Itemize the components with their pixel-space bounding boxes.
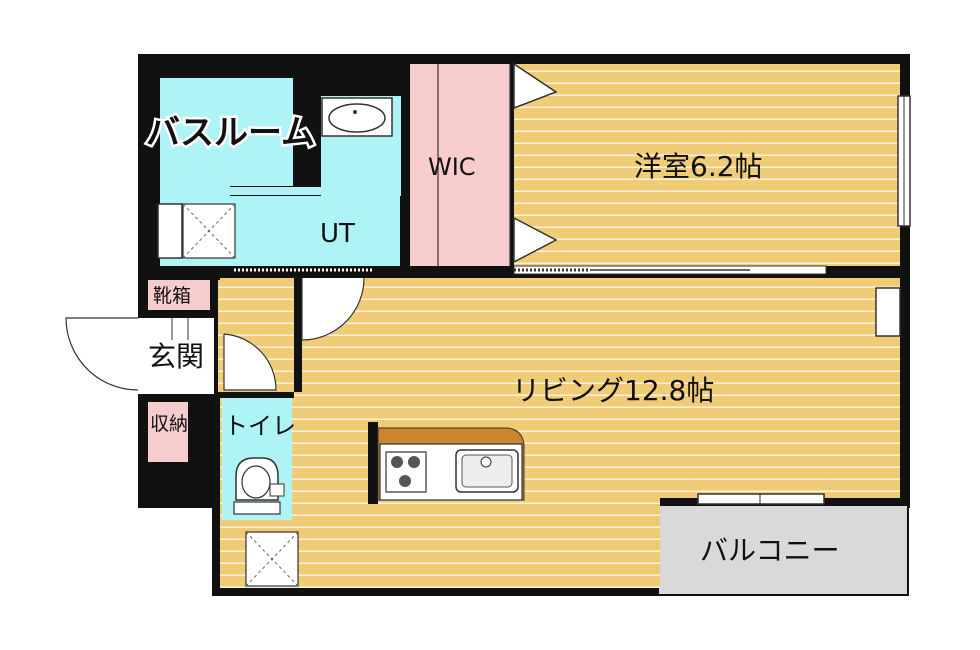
walk-in-closet (410, 64, 511, 266)
label-living: リビング12.8帖 (512, 374, 714, 407)
label-bedroom: 洋室6.2帖 (634, 150, 763, 183)
washbasin-icon (321, 97, 393, 137)
label-balcony: バルコニー (700, 534, 839, 567)
label-entrance: 玄関 (148, 340, 204, 373)
utility-room (157, 78, 401, 272)
ventilation-box-icon (875, 287, 901, 337)
stove-icon (385, 451, 427, 493)
sink-icon (455, 449, 519, 493)
door-swing-icon (223, 277, 365, 391)
label-utility: UT (320, 219, 355, 249)
label-wic: WIC (428, 153, 476, 181)
label-bathroom: バスルーム (146, 113, 315, 153)
hallway (218, 276, 365, 398)
door-swing-icon (65, 317, 139, 391)
window-icon (697, 493, 825, 505)
storage-box-icon (245, 531, 299, 587)
entrance (65, 280, 214, 462)
bedroom (513, 62, 911, 275)
balcony (657, 504, 909, 596)
washing-machine-pan-icon (157, 203, 236, 259)
label-shoe-box: 靴箱 (153, 285, 191, 307)
label-toilet: トイレ (224, 412, 296, 440)
kitchen-counter (368, 422, 525, 504)
room-labels: バスルーム UT WIC 洋室6.2帖 靴箱 玄関 収納 トイレ リビング12.… (144, 111, 840, 568)
label-storage: 収納 (150, 413, 188, 435)
toilet-icon (233, 457, 285, 515)
window-icon (897, 95, 911, 227)
toilet-room (222, 398, 292, 520)
